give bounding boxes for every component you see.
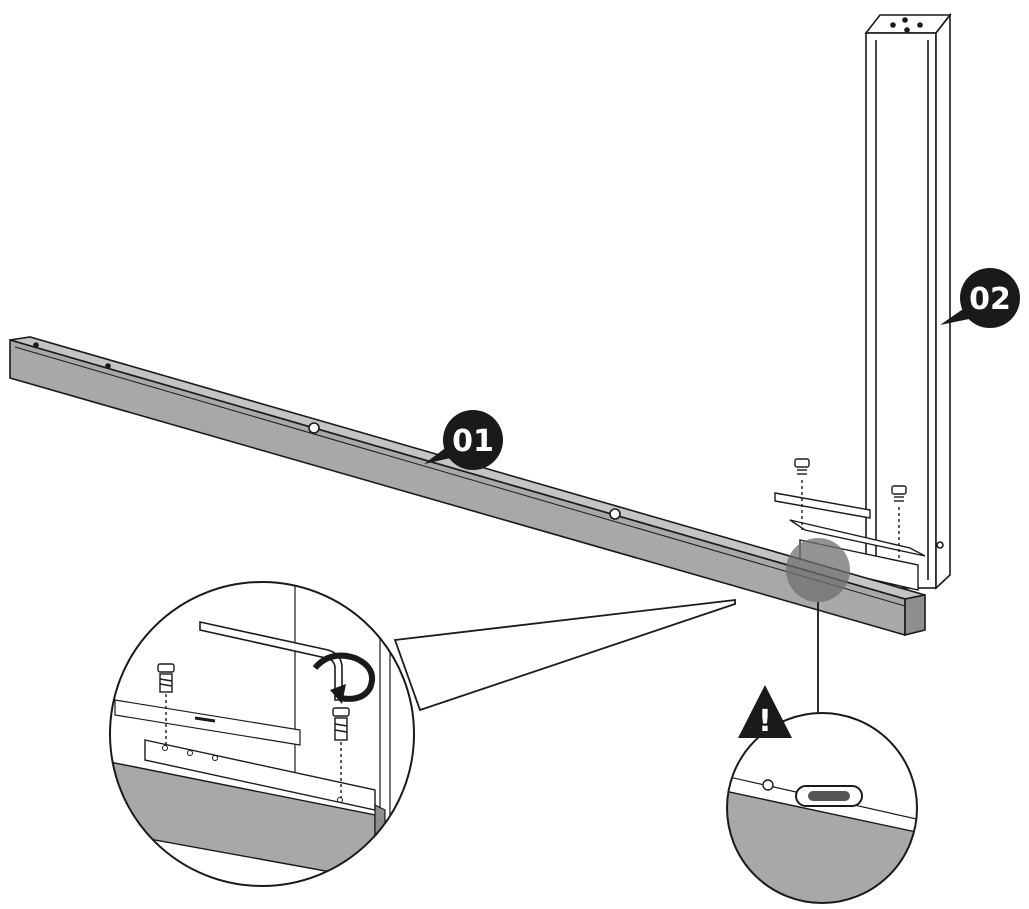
callout-02: 02 (940, 268, 1020, 328)
screw-icon (794, 458, 810, 530)
crossbeam (9, 336, 926, 637)
table-leg (864, 12, 952, 590)
callout-01: 01 (424, 410, 503, 470)
warning-detail (726, 712, 918, 904)
screw-icon (332, 707, 350, 798)
screw-icon (891, 485, 907, 560)
rotate-arrow-icon (312, 652, 376, 704)
callout-02-label: 02 (969, 282, 1011, 317)
screw-icon (157, 663, 175, 745)
zoom-detail (109, 581, 736, 887)
callout-01-label: 01 (452, 424, 494, 459)
warning-triangle-icon: ! (738, 685, 792, 739)
warning-symbol: ! (758, 704, 772, 739)
detail-highlight (786, 538, 850, 602)
